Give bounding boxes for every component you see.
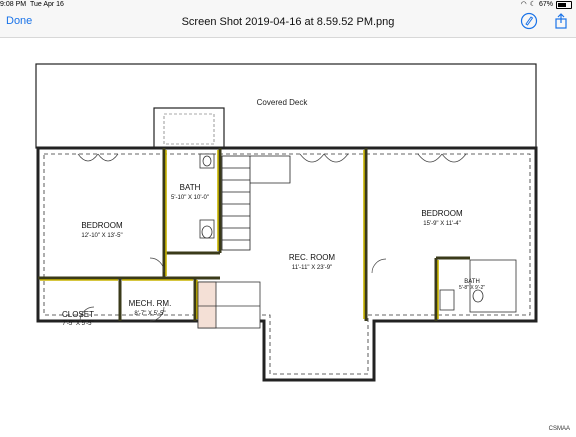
nav-bar: Done Screen Shot 2019-04-16 at 8.59.52 P… xyxy=(0,9,576,38)
bedroom1-name: BEDROOM xyxy=(81,221,123,230)
watermark: CSMAA xyxy=(549,426,570,432)
document-title: Screen Shot 2019-04-16 at 8.59.52 PM.png xyxy=(181,16,395,28)
mech-room-name: MECH. RM. xyxy=(129,299,172,308)
wifi-icon: ◠ xyxy=(520,1,527,8)
battery-percent: 67% xyxy=(538,1,553,8)
done-button[interactable]: Done xyxy=(6,15,33,27)
floor-plan-drawing: Covered Deck xyxy=(35,63,570,432)
battery-icon xyxy=(556,0,572,9)
mech-room-dims: 8'-7" X 5'-5" xyxy=(134,311,165,317)
bath1-dims: 5'-10" X 10'-0" xyxy=(171,195,209,201)
closet-dims: 7'-5" X 5'-5" xyxy=(62,321,93,327)
status-bar: 9:08 PM Tue Apr 16 ◠ ☾ 67% xyxy=(0,0,576,9)
rec-room-name: REC. ROOM xyxy=(289,253,336,262)
status-time: 9:08 PM Tue Apr 16 xyxy=(0,1,64,8)
markup-pen-icon[interactable] xyxy=(520,12,538,30)
bedroom2-name: BEDROOM xyxy=(421,209,463,218)
bath2-dims: 5'-8" X 9'-2" xyxy=(459,285,485,291)
bath1-name: BATH xyxy=(180,183,201,192)
bedroom1-dims: 12'-10" X 13'-5" xyxy=(81,233,122,239)
bedroom2-dims: 15'-9" X 11'-4" xyxy=(423,221,460,227)
share-icon[interactable] xyxy=(552,12,570,30)
covered-deck-label: Covered Deck xyxy=(257,98,309,107)
status-right: ◠ ☾ 67% xyxy=(521,0,572,9)
stairs xyxy=(221,155,291,251)
rec-room-dims: 11'-11" X 23'-9" xyxy=(292,265,332,271)
floor-plan-image: Covered Deck xyxy=(0,38,576,432)
closet-name: CLOSET xyxy=(62,310,94,319)
moon-icon: ☾ xyxy=(529,1,536,8)
bath2-name: BATH xyxy=(464,279,480,285)
